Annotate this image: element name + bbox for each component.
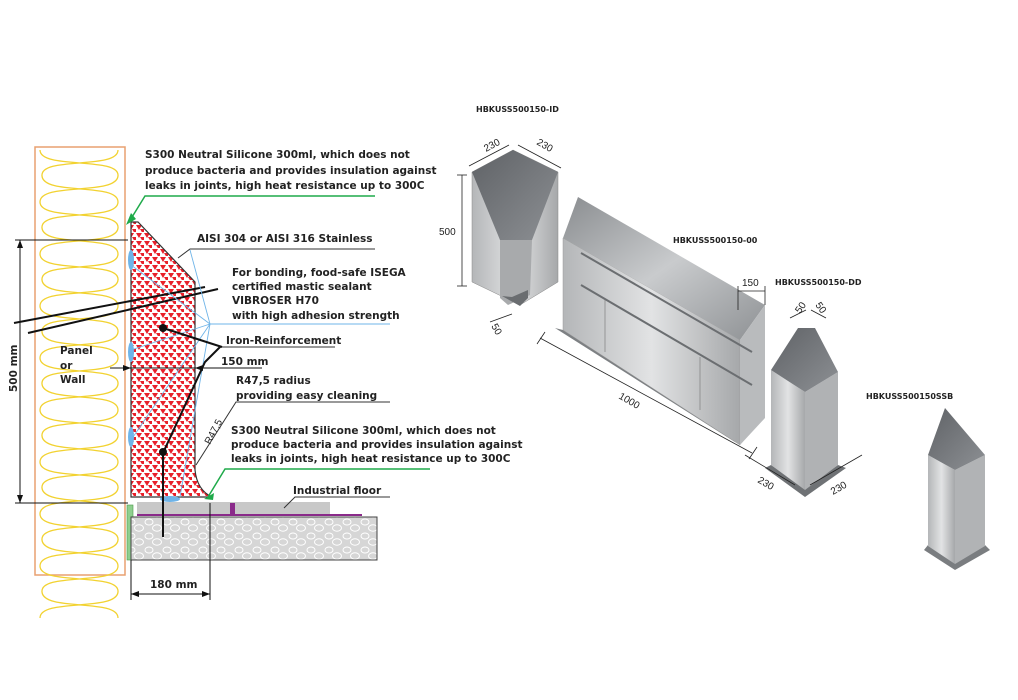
concrete-slab xyxy=(130,516,378,561)
dim-180-label: 180 mm xyxy=(150,579,198,591)
radius-mark: R47,5 xyxy=(203,417,225,446)
radius-leader xyxy=(195,401,390,466)
floor-joint xyxy=(230,503,235,514)
steel-label: AISI 304 or AISI 316 Stainless xyxy=(197,233,372,245)
product-code: HBKUSS500150SSB xyxy=(866,392,953,401)
product-code: HBKUSS500150-DD xyxy=(775,278,862,287)
cut-line xyxy=(27,288,219,334)
wall-panel xyxy=(34,146,126,576)
sealant-leaders xyxy=(130,249,390,498)
arrow-icon xyxy=(17,240,210,597)
dim-label: 230 xyxy=(756,475,776,493)
product-ssb: HBKUSS500150SSB xyxy=(866,392,990,570)
dim-label: 50 xyxy=(488,322,503,338)
sealant-beads xyxy=(128,250,180,502)
dim-label: 50 xyxy=(813,300,829,316)
product-code: HBKUSS500150-00 xyxy=(673,236,758,245)
product-dd: HBKUSS500150-DD 50 50 230 230 xyxy=(744,278,863,498)
dim-label: 50 xyxy=(793,300,809,316)
floor-leader xyxy=(283,496,390,509)
dimension-lines xyxy=(15,239,262,600)
floor-label: Industrial floor xyxy=(293,485,382,497)
rebar-dot xyxy=(159,324,167,332)
dim-label: 1000 xyxy=(617,391,642,412)
dim-label: 500 xyxy=(439,227,456,238)
product-id: HBKUSS500150-ID 230 230 500 50 xyxy=(439,105,562,338)
cross-section: S300 Neutral Silicone 300ml, which does … xyxy=(8,146,526,619)
rebar-dot xyxy=(159,448,167,456)
cut-line xyxy=(13,286,206,324)
insulation-loops xyxy=(39,149,119,619)
silicone-top-label: S300 Neutral Silicone 300ml, which does … xyxy=(145,149,440,192)
reinforcement-label: Iron-Reinforcement xyxy=(226,335,341,347)
arrow-icon xyxy=(126,213,136,225)
dim-150-label: 150 mm xyxy=(221,356,269,368)
product-straight: HBKUSS500150-00 1000 150 xyxy=(536,197,766,460)
dim-label: 230 xyxy=(535,137,555,155)
iron-reinforcement xyxy=(162,327,223,537)
dim-label: 150 xyxy=(742,278,759,289)
product-code: HBKUSS500150-ID xyxy=(476,105,559,114)
dim-label: 230 xyxy=(482,137,502,155)
steel-leader xyxy=(177,248,375,259)
silicone-leader-top xyxy=(128,195,375,223)
insulation-pattern xyxy=(39,149,119,619)
silicone-leader-bottom xyxy=(207,468,430,498)
panel-label: Panel or Wall xyxy=(60,345,96,386)
silicone-bottom-label: S300 Neutral Silicone 300ml, which does … xyxy=(231,425,526,465)
dim-500-label: 500 mm xyxy=(8,344,20,392)
skirting-profile xyxy=(130,221,213,498)
arrow-icon xyxy=(204,493,214,500)
dim-label: 230 xyxy=(829,480,849,498)
sealant-label: For bonding, food-safe ISEGA certified m… xyxy=(232,267,409,322)
radius-label: R47,5 radius providing easy cleaning xyxy=(236,375,377,402)
